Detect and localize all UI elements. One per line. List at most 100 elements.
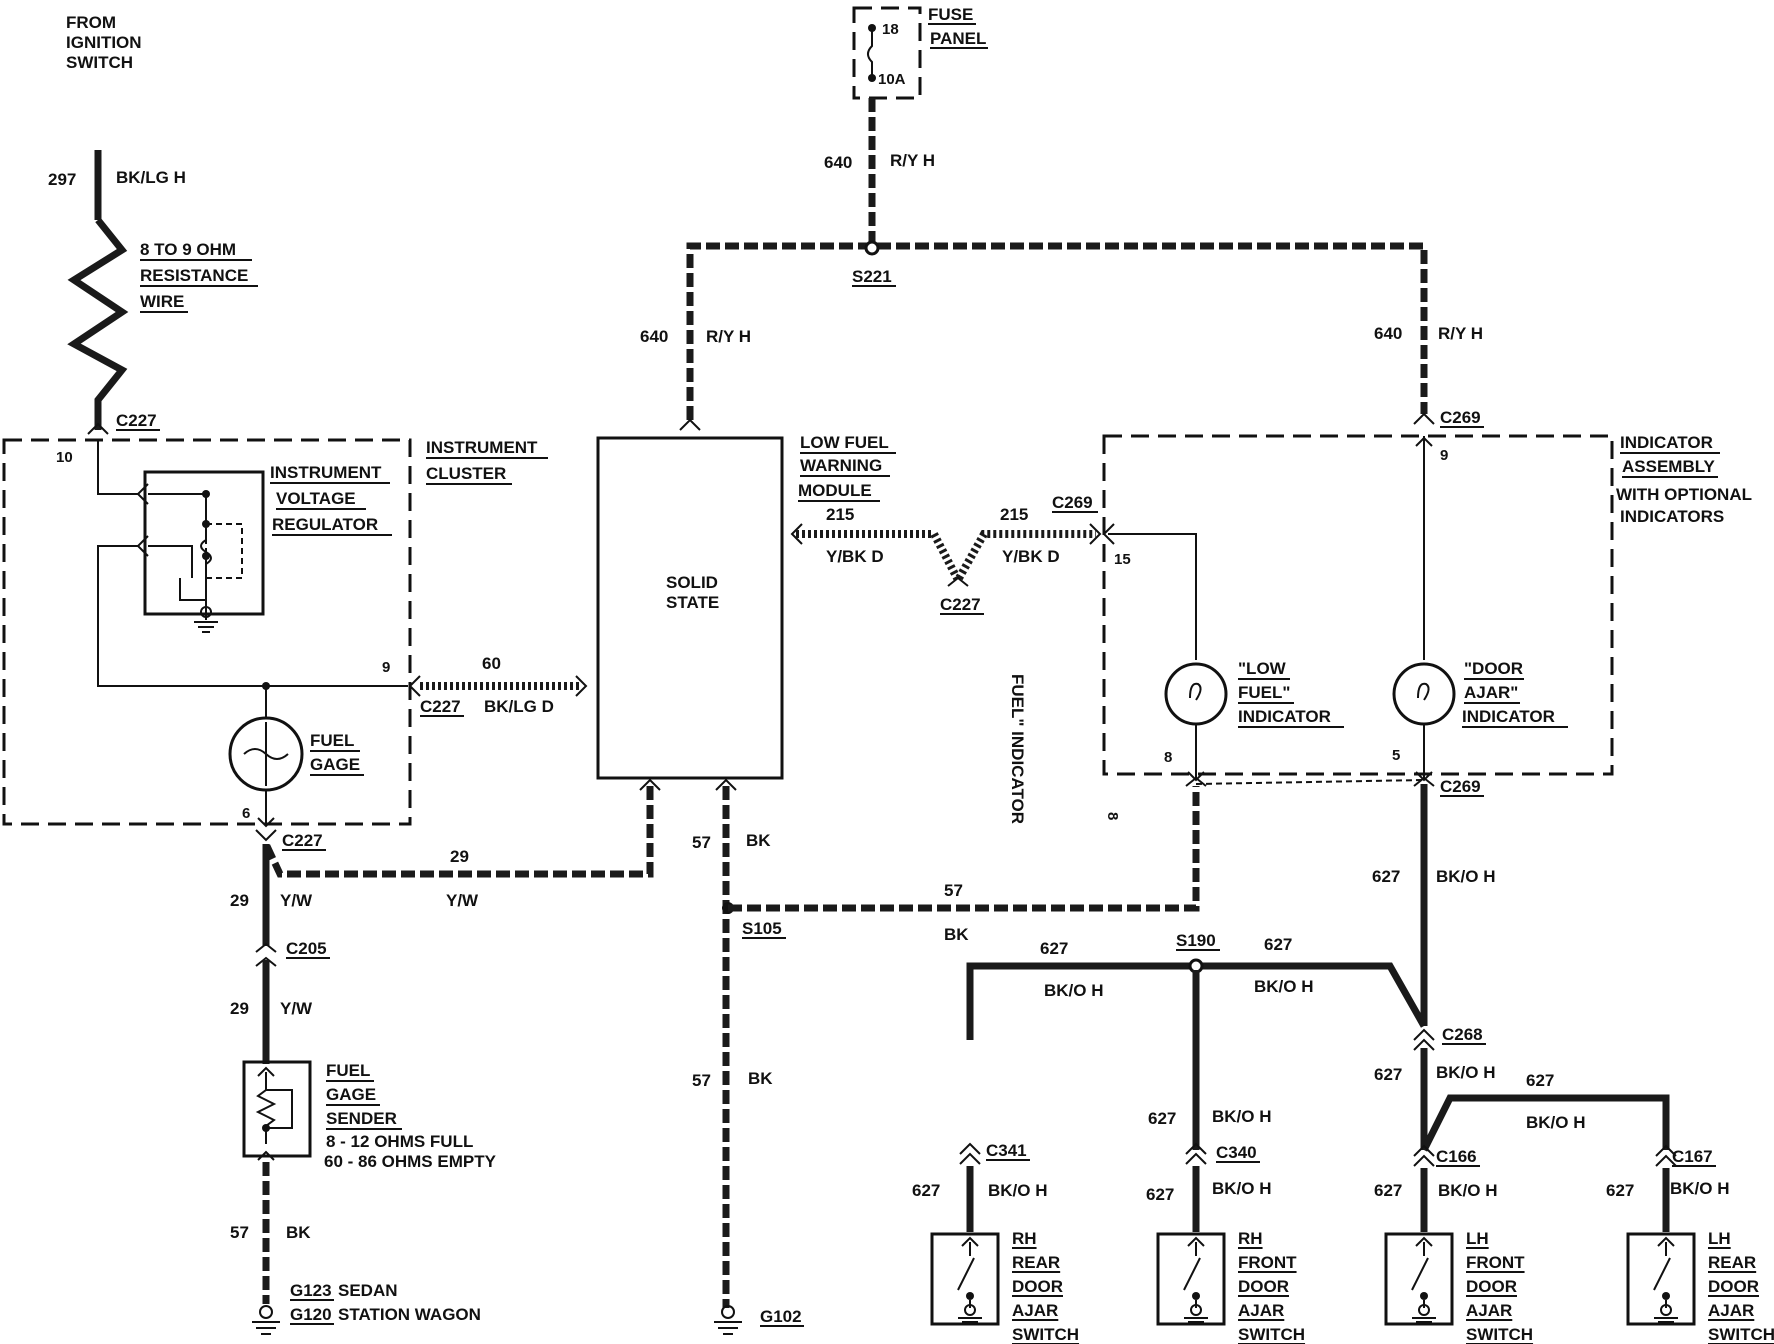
door-ajar-label-2: AJAR" xyxy=(1464,683,1518,702)
sender-title-1: FUEL xyxy=(326,1061,370,1080)
connector-c205-symbol xyxy=(255,942,277,953)
gage-label-1: FUEL xyxy=(310,731,354,750)
door-ajar-label-3: INDICATOR xyxy=(1462,707,1555,726)
wire-627-b-num: 627 xyxy=(1040,939,1068,958)
wire-29-top-num: 29 xyxy=(450,847,469,866)
wire-627-a-num: 627 xyxy=(1372,867,1400,886)
module-title-2: WARNING xyxy=(800,456,882,475)
fuse-label-1: FUSE xyxy=(928,5,973,24)
ignition-source: FROM IGNITION SWITCH xyxy=(66,13,142,72)
resistance-label-2: RESISTANCE xyxy=(140,266,248,285)
indicator-assembly-label: INDICATOR ASSEMBLY WITH OPTIONAL INDICAT… xyxy=(1616,433,1752,526)
connector-c227-top-symbol xyxy=(87,422,109,435)
wire-640-bus xyxy=(686,242,1428,420)
wire-57-horiz-num: 57 xyxy=(944,881,963,900)
door-switch-icon xyxy=(957,1236,982,1323)
ground-g123-text: SEDAN xyxy=(338,1281,398,1300)
fuel-indicator-vertical-label: FUEL" INDICATOR xyxy=(1008,674,1027,824)
wire-29-left-color: Y/W xyxy=(280,891,313,910)
fuse-icon xyxy=(867,24,876,82)
connector-c227-mid: C227 xyxy=(420,697,461,716)
ignition-label-3: SWITCH xyxy=(66,53,133,72)
wire-627-e-color: BK/O H xyxy=(1436,1063,1496,1082)
wire-627-j-num: 627 xyxy=(1606,1181,1634,1200)
sender-spec-2: 60 - 86 OHMS EMPTY xyxy=(324,1152,497,1171)
module-title-1: LOW FUEL xyxy=(800,433,889,452)
wire-627-i-color: BK/O H xyxy=(1438,1181,1498,1200)
fuel-gage-sender-box xyxy=(242,1060,312,1158)
sender-spec-1: 8 - 12 OHMS FULL xyxy=(326,1132,473,1151)
wire-627-e-num: 627 xyxy=(1374,1065,1402,1084)
fuse-panel-label: FUSE PANEL xyxy=(928,5,988,49)
wire-640-right-num: 640 xyxy=(1374,324,1402,343)
wire-215-right-num: 215 xyxy=(1000,505,1028,524)
wire-640-top-color: R/Y H xyxy=(890,151,935,170)
ground-g123-icon xyxy=(252,1305,280,1335)
regulator-heater xyxy=(179,578,207,601)
switch-rh-rear-label-1: RH xyxy=(1012,1229,1037,1248)
wire-215-right-color: Y/BK D xyxy=(1002,547,1060,566)
connector-c341: C341 xyxy=(986,1141,1027,1160)
door-ajar-indicator-bulb-icon xyxy=(1392,662,1456,782)
resistance-label-3: WIRE xyxy=(140,292,184,311)
regulator-label: INSTRUMENT VOLTAGE REGULATOR xyxy=(270,463,392,536)
sender-title-2: GAGE xyxy=(326,1085,376,1104)
ground-g102-icon xyxy=(714,1305,742,1335)
switch-lh-front-label-3: DOOR xyxy=(1466,1277,1517,1296)
low-fuel-label-2: FUEL" xyxy=(1238,683,1290,702)
wire-627-branch xyxy=(966,962,1428,1040)
switch-rh-rear-box xyxy=(930,1232,1000,1326)
wire-627-lh-rear xyxy=(1420,1094,1670,1152)
instrument-cluster-label: INSTRUMENT CLUSTER xyxy=(426,438,548,485)
wire-60-color: BK/LG D xyxy=(484,697,554,716)
switch-rh-rear-label-4: AJAR xyxy=(1012,1301,1058,1320)
fuse-label-2: PANEL xyxy=(930,29,986,48)
splice-s221-icon xyxy=(864,240,880,256)
switch-lh-front-box xyxy=(1384,1232,1454,1326)
door-switch-icon xyxy=(1411,1236,1436,1323)
ground-g123: G123 xyxy=(290,1281,332,1300)
ivr-label-2: VOLTAGE xyxy=(276,489,356,508)
wire-60-num: 60 xyxy=(482,654,501,673)
connector-c166-symbol xyxy=(1413,1144,1435,1157)
switch-lh-rear-box xyxy=(1626,1232,1696,1326)
switch-rh-rear-label-2: REAR xyxy=(1012,1253,1060,1272)
module-body-1: SOLID xyxy=(666,573,718,592)
wire-215-left-color: Y/BK D xyxy=(826,547,884,566)
switch-rh-front-label-5: SWITCH xyxy=(1238,1325,1305,1344)
door-ajar-label-1: "DOOR xyxy=(1464,659,1523,678)
low-fuel-label-1: "LOW xyxy=(1238,659,1287,678)
ignition-label-2: IGNITION xyxy=(66,33,142,52)
switch-lh-rear-label-2: REAR xyxy=(1708,1253,1756,1272)
cluster-title-1: INSTRUMENT xyxy=(426,438,538,457)
assembly-title-2: ASSEMBLY xyxy=(1622,457,1716,476)
door-switch-icon xyxy=(1653,1236,1678,1323)
wire-627-b-color: BK/O H xyxy=(1044,981,1104,1000)
pin-5: 5 xyxy=(1392,747,1400,764)
low-fuel-label-3: INDICATOR xyxy=(1238,707,1331,726)
switch-rh-rear-label-3: DOOR xyxy=(1012,1277,1063,1296)
splice-s221: S221 xyxy=(852,267,892,286)
wire-627-h-color: BK/O H xyxy=(1212,1179,1272,1198)
low-fuel-indicator-bulb-icon xyxy=(1164,662,1228,782)
connector-c166: C166 xyxy=(1436,1147,1477,1166)
connector-c269-top-symbol xyxy=(1413,412,1435,425)
switch-rh-front-label-1: RH xyxy=(1238,1229,1263,1248)
regulator-internal-1 xyxy=(148,493,207,524)
fuse-amperage: 10A xyxy=(878,71,906,88)
connector-c340: C340 xyxy=(1216,1143,1257,1162)
connector-c268: C268 xyxy=(1442,1025,1483,1044)
connector-c268-symbol xyxy=(1413,1028,1435,1041)
pin-6: 6 xyxy=(242,805,250,822)
connector-c227-low: C227 xyxy=(282,831,323,850)
sender-title-3: SENDER xyxy=(326,1109,397,1128)
wire-627-j-color: BK/O H xyxy=(1670,1179,1730,1198)
assembly-title-1: INDICATOR xyxy=(1620,433,1713,452)
ground-g120: G120 xyxy=(290,1305,332,1324)
pin-15: 15 xyxy=(1114,551,1131,568)
resistance-wire-zigzag xyxy=(67,217,129,430)
wire-640-left-num: 640 xyxy=(640,327,668,346)
pin-9-indicator: 9 xyxy=(1440,447,1448,464)
